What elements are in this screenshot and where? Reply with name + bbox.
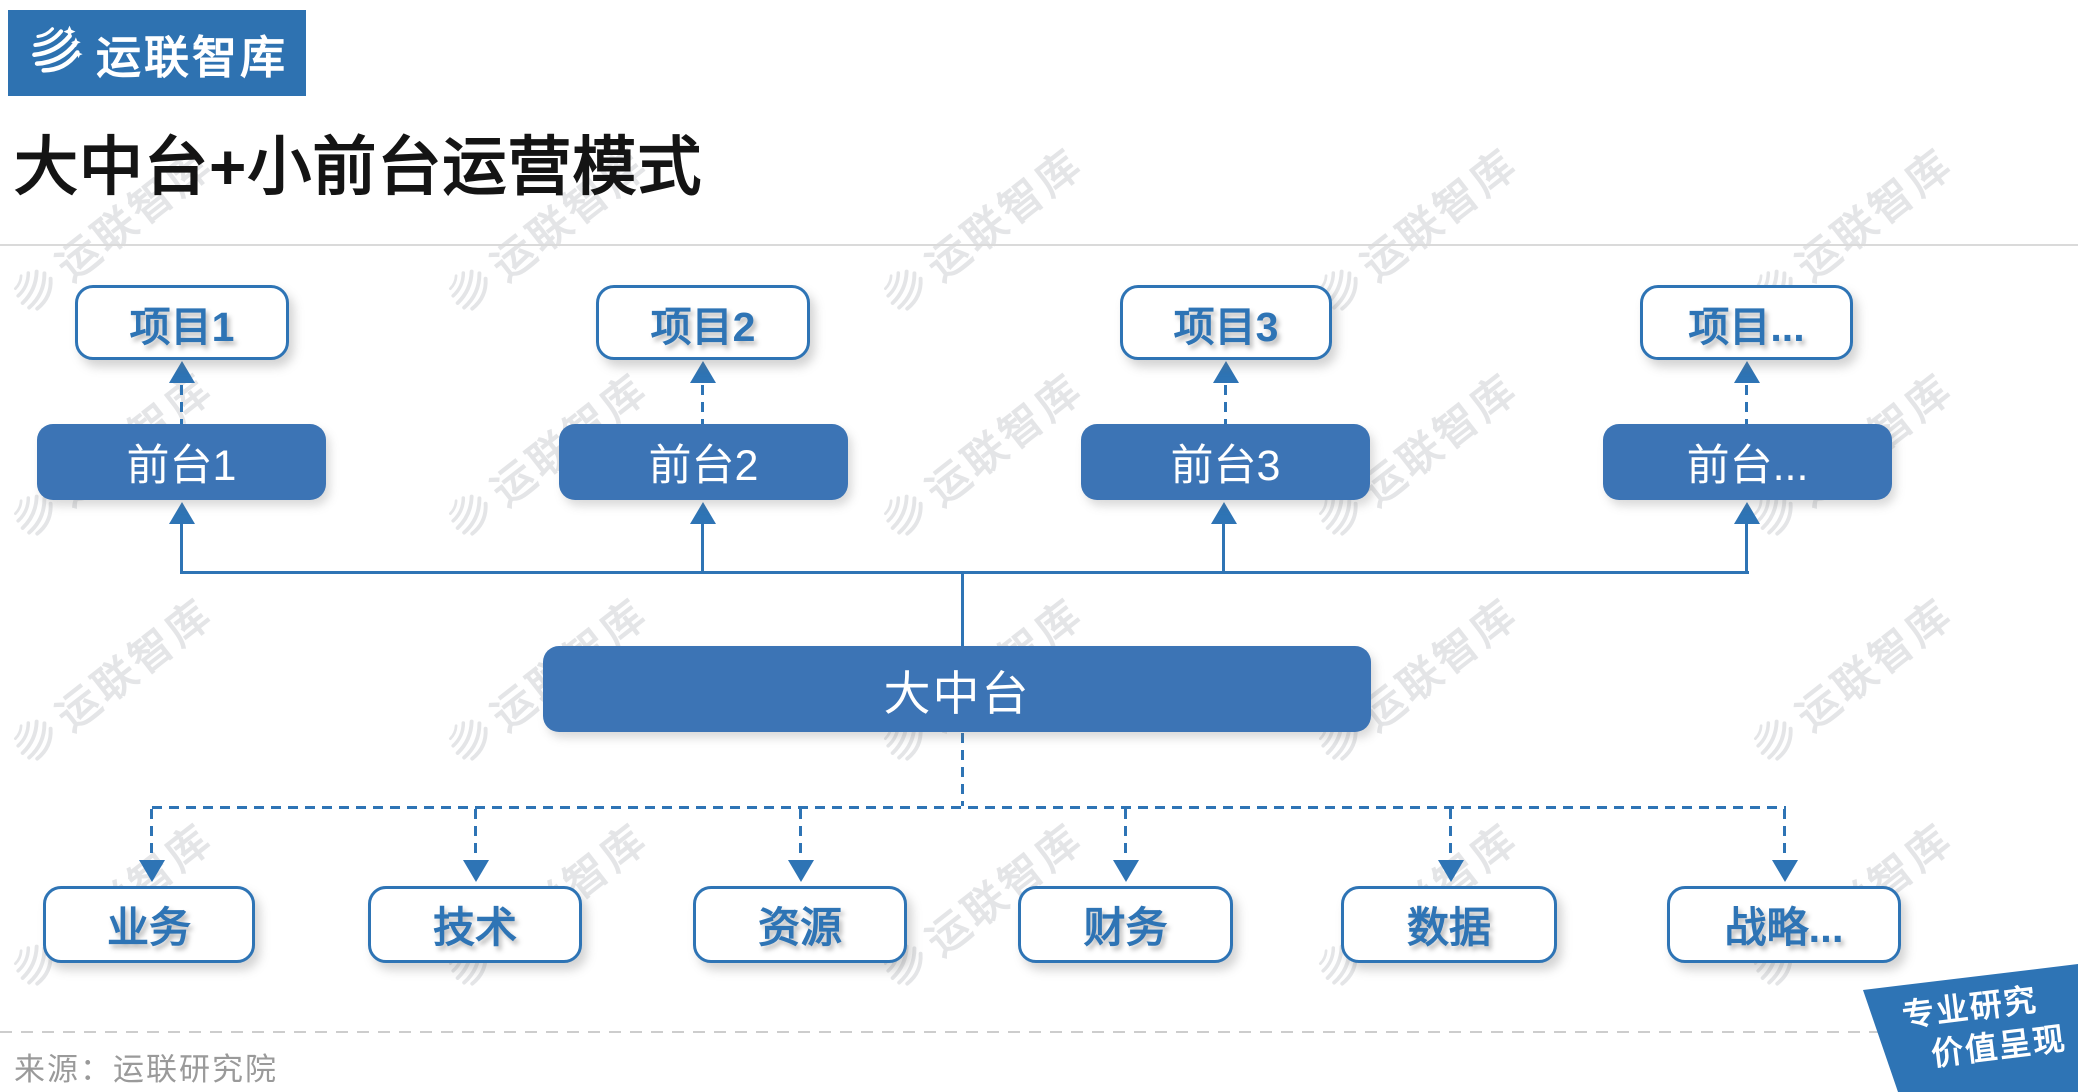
dashed-arrow-line bbox=[180, 385, 183, 424]
dept-box-data: 数据 bbox=[1341, 886, 1557, 963]
solid-connector-horizontal bbox=[180, 571, 1749, 574]
dept-box-resources: 资源 bbox=[693, 886, 907, 963]
project-box-more: 项目... bbox=[1640, 285, 1853, 360]
solid-arrowhead-up bbox=[1211, 502, 1237, 524]
front-box-more: 前台... bbox=[1603, 424, 1892, 500]
dashed-arrowhead-up bbox=[690, 361, 716, 383]
footer-dashed-divider bbox=[0, 1031, 2078, 1033]
watermark: 运联智库 bbox=[0, 581, 224, 778]
brand-name: 运联智库 bbox=[96, 31, 289, 83]
dept-box-technology: 技术 bbox=[368, 886, 582, 963]
title-divider bbox=[0, 244, 2078, 246]
dashed-dropper-line bbox=[1449, 809, 1452, 861]
dashed-connector-horizontal bbox=[152, 806, 1786, 809]
brand-logo: 运联智库 bbox=[8, 10, 306, 96]
dashed-arrowhead-down bbox=[788, 860, 814, 882]
solid-riser-line bbox=[180, 522, 183, 573]
badge-slogan: 专业研究 价值呈现 bbox=[1900, 976, 2069, 1078]
corner-badge: 专业研究 价值呈现 bbox=[1863, 964, 2078, 1092]
dashed-dropper-line bbox=[150, 809, 153, 861]
dashed-dropper-line bbox=[1124, 809, 1127, 861]
watermark: 运联智库 bbox=[1736, 581, 1964, 778]
solid-riser-line bbox=[701, 522, 704, 573]
dashed-arrow-line bbox=[1224, 385, 1227, 424]
dashed-arrowhead-up bbox=[1213, 361, 1239, 383]
front-box-2: 前台2 bbox=[559, 424, 848, 500]
center-platform-box: 大中台 bbox=[543, 646, 1371, 732]
watermark: 运联智库 bbox=[866, 356, 1094, 553]
dashed-arrowhead-down bbox=[139, 860, 165, 882]
dashed-arrowhead-down bbox=[1113, 860, 1139, 882]
dashed-arrow-line bbox=[1745, 385, 1748, 424]
dashed-arrowhead-up bbox=[169, 361, 195, 383]
dashed-dropper-line bbox=[799, 809, 802, 861]
brand-swirl-icon bbox=[26, 22, 84, 85]
project-box-1: 项目1 bbox=[75, 285, 289, 360]
solid-arrowhead-up bbox=[1734, 502, 1760, 524]
source-note: 来源：运联研究院 bbox=[14, 1052, 278, 1087]
dashed-arrowhead-down bbox=[1772, 860, 1798, 882]
dept-box-strategy-more: 战略... bbox=[1667, 886, 1901, 963]
dashed-dropper-line bbox=[1783, 809, 1786, 861]
dashed-arrow-line bbox=[701, 385, 704, 424]
project-box-2: 项目2 bbox=[596, 285, 810, 360]
front-box-1: 前台1 bbox=[37, 424, 326, 500]
dept-box-finance: 财务 bbox=[1018, 886, 1233, 963]
solid-arrowhead-up bbox=[690, 502, 716, 524]
page-title: 大中台+小前台运营模式 bbox=[14, 131, 703, 203]
project-box-3: 项目3 bbox=[1120, 285, 1332, 360]
dashed-dropper-line bbox=[474, 809, 477, 861]
solid-riser-line bbox=[1222, 522, 1225, 573]
dashed-arrowhead-down bbox=[1438, 860, 1464, 882]
solid-trunk-line bbox=[961, 571, 964, 646]
watermark: 运联智库 bbox=[866, 131, 1094, 328]
dashed-arrowhead-up bbox=[1734, 361, 1760, 383]
dept-box-business: 业务 bbox=[43, 886, 255, 963]
front-box-3: 前台3 bbox=[1081, 424, 1370, 500]
solid-arrowhead-up bbox=[169, 502, 195, 524]
solid-riser-line bbox=[1745, 522, 1748, 573]
dashed-trunk-line bbox=[961, 733, 964, 806]
dashed-arrowhead-down bbox=[463, 860, 489, 882]
watermark: 运联智库 bbox=[1301, 131, 1529, 328]
